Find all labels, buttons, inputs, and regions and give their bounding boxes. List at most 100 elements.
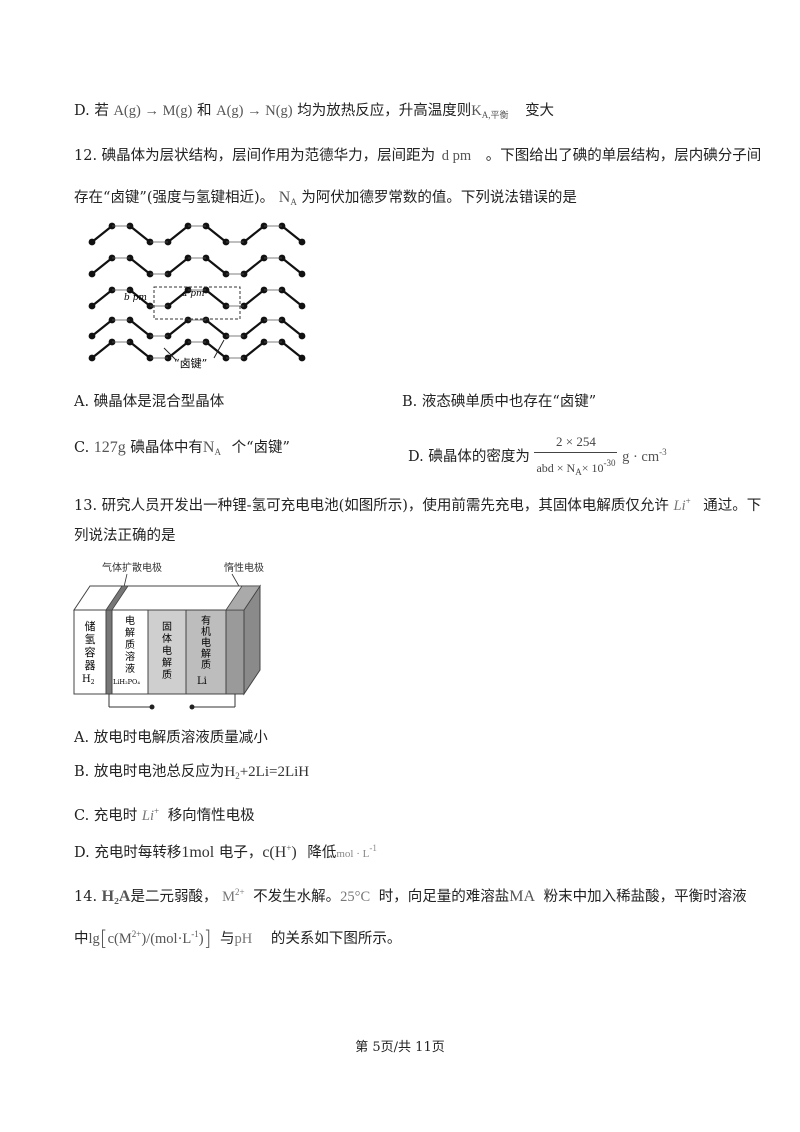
- terminal-right: [189, 704, 195, 710]
- option-text: 个“卤键”: [231, 440, 290, 456]
- compartment-char: 质: [201, 659, 211, 671]
- iodine-atom: [278, 254, 286, 262]
- compartment-char: 氢: [85, 632, 96, 646]
- iodine-atom: [298, 238, 306, 246]
- stem-text: 。下图给出了碘的单层结构，层内碘分子间: [485, 148, 762, 164]
- i2-covalent-bond: [281, 319, 303, 337]
- avogadro-symbol: N: [202, 439, 215, 456]
- k-subscript: A,平衡: [481, 110, 509, 120]
- and-text: 和: [196, 103, 212, 119]
- lg-inner: c(M: [107, 931, 132, 947]
- density-unit-exp: -3: [659, 447, 667, 457]
- gas-electrode-top: [105, 585, 129, 611]
- electrolyte-solution-text: 电解质溶液: [125, 614, 135, 675]
- lih2po4-label: LiH₂PO₄: [113, 678, 140, 686]
- stem-text: 是二元弱酸，: [130, 889, 218, 905]
- compartment-char: 器: [85, 659, 96, 672]
- k-symbol: K: [471, 103, 482, 119]
- stem-text: 通过。下: [703, 498, 762, 514]
- iodine-atom: [298, 332, 306, 340]
- inert-electrode-label: 惰性电极: [224, 561, 264, 574]
- equation-sub: 2: [235, 771, 240, 781]
- option-text: D. 碘晶体的密度为: [408, 449, 530, 465]
- density-unit: g · cm: [622, 449, 660, 465]
- lg-inner-exp: -1: [191, 929, 199, 939]
- gas-diffusion-electrode: [105, 609, 113, 695]
- solid-electrolyte-text: 固体电解质: [162, 621, 172, 681]
- unit-cell-box: [153, 286, 241, 320]
- i2-covalent-bond: [205, 289, 227, 307]
- iodine-atom: [298, 302, 306, 310]
- option-text: C. 充电时: [74, 808, 138, 824]
- avogadro-subscript: A: [290, 197, 297, 207]
- ma-formula: MA: [509, 888, 536, 905]
- stem-text: 存在“卤键”(强度与氢键相近)。: [74, 190, 275, 206]
- a-dimension-label: a pm: [182, 289, 205, 299]
- mol-value: 1mol: [181, 844, 215, 861]
- h2a-formula: H₂A: [101, 888, 131, 905]
- i2-covalent-bond: [281, 289, 303, 307]
- i2-covalent-bond: [129, 289, 151, 307]
- stem-text: 粉末中加入稀盐酸，平衡时溶液: [543, 889, 747, 905]
- iodine-atom: [278, 286, 286, 294]
- h-concentration-end: ): [291, 844, 297, 861]
- i2-covalent-bond: [91, 257, 113, 275]
- i2-covalent-bond: [91, 225, 113, 243]
- m-ion-charge: 2+: [234, 887, 245, 897]
- i2-covalent-bond: [205, 341, 227, 359]
- reaction-1: A(g) → M(g): [113, 103, 193, 119]
- compartment-char: 机: [201, 625, 211, 638]
- q13-stem-line2: 列说法正确的是: [74, 528, 176, 544]
- li-ion-charge: +: [154, 806, 160, 816]
- iodine-atom: [298, 270, 306, 278]
- page-footer: 第 5页/共 11页: [355, 1040, 445, 1055]
- i2-covalent-bond: [129, 225, 151, 243]
- compartment-char: 电: [125, 614, 135, 627]
- q12-option-d: D. 碘晶体的密度为 2 × 254 abd × NA× 10-30 g · c…: [408, 432, 667, 482]
- inert-electrode: [225, 609, 245, 695]
- iodine-atom: [88, 302, 96, 310]
- b-dimension-label: b pm: [124, 293, 147, 303]
- stem-text: 的关系如下图所示。: [270, 931, 402, 947]
- interlayer-distance: d pm: [441, 148, 472, 164]
- iodine-molecules: [88, 222, 306, 362]
- i2-covalent-bond: [167, 289, 189, 307]
- i2-covalent-bond: [205, 257, 227, 275]
- i2-covalent-bond: [129, 319, 151, 337]
- left-bracket: [: [99, 926, 108, 950]
- hydrogen-storage-compartment: [73, 609, 107, 695]
- halogen-arrow-left: [163, 347, 177, 361]
- stem-text: 时，向足量的难溶盐: [378, 889, 510, 905]
- i2-covalent-bond: [167, 257, 189, 275]
- li-ion: Li: [673, 498, 686, 514]
- halogen-bond-label: “卤键”: [174, 356, 207, 370]
- question-number: 14.: [74, 889, 98, 905]
- stem-text: 12. 碘晶体为层状结构，层间作用为范德华力，层间距为: [74, 148, 436, 164]
- li-ion: Li: [141, 808, 154, 824]
- i2-covalent-bond: [281, 257, 303, 275]
- option-text: 碘晶体中有: [130, 440, 203, 456]
- option-label: C.: [74, 440, 90, 456]
- i2-covalent-bond: [281, 225, 303, 243]
- den-text: abd × N: [536, 461, 576, 475]
- i2-covalent-bond: [91, 319, 113, 337]
- option-label: D. 若: [74, 103, 109, 119]
- stem-text: 为阿伏加德罗常数的值。下列说法错误的是: [301, 190, 577, 206]
- option-text: B. 放电时电池总反应为: [74, 764, 225, 780]
- i2-covalent-bond: [167, 225, 189, 243]
- lg-inner-charge: 2+: [131, 929, 142, 939]
- iodine-layer-figure: b pm a pm “卤键”: [88, 222, 306, 370]
- compartment-char: 液: [125, 662, 135, 675]
- lg-symbol: lg: [88, 931, 100, 947]
- gas-diffusion-electrode-label: 气体扩散电极: [102, 561, 162, 574]
- q12-option-c: C. 127g 碘晶体中有NA 个“卤键”: [74, 438, 290, 462]
- q12-option-a: A. 碘晶体是混合型晶体: [74, 394, 225, 410]
- compartment-char: 容: [85, 645, 96, 659]
- compartment-char: 固: [162, 621, 172, 633]
- temperature: 25°C: [340, 889, 371, 905]
- option-text: D. 充电时每转移: [74, 845, 182, 861]
- i2-covalent-bond: [205, 319, 227, 337]
- h-charge: +: [286, 843, 292, 853]
